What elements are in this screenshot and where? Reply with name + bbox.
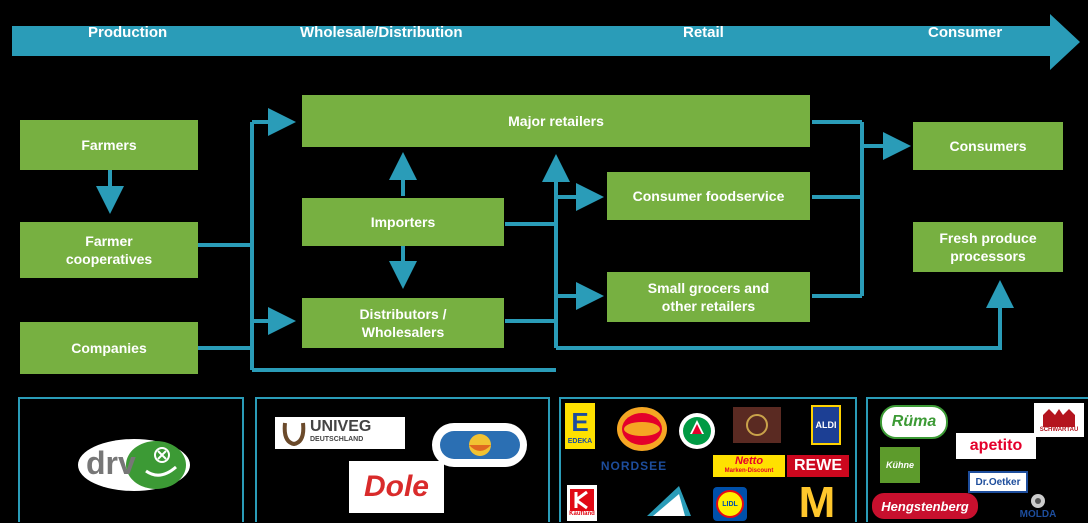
mcdonalds-text: M — [798, 483, 836, 523]
ruma-text: Rüma — [891, 413, 937, 430]
node-small-grocers-label: Small grocers and other retailers — [647, 280, 770, 314]
kaufland-icon — [570, 489, 594, 511]
node-farmers: Farmers — [20, 120, 198, 170]
dr-oetker-logo: Dr.Oetker — [968, 471, 1028, 493]
node-distributors: Distributors / Wholesalers — [302, 298, 504, 348]
edeka-text: EDEKA — [567, 438, 593, 445]
stage-consumer: Consumer — [928, 24, 1003, 41]
triangle-icon — [647, 486, 691, 516]
hengstenberg-logo: Hengstenberg — [872, 493, 978, 519]
rewe-text: REWE — [794, 457, 842, 474]
nordsee-text: NORDSEE — [600, 459, 668, 473]
stage-retail: Retail — [683, 24, 724, 41]
schwartau-icon — [1043, 409, 1075, 427]
node-small-grocers: Small grocers and other retailers — [607, 272, 810, 322]
univeg-icon — [282, 422, 306, 446]
kuhne-text: Kühne — [886, 460, 914, 470]
schwartau-logo: SCHWARTAU — [1034, 403, 1084, 437]
apetito-logo: apetito — [956, 433, 1036, 459]
univeg-logo: UNIVEG DEUTSCHLAND — [275, 417, 405, 449]
node-companies-label: Companies — [71, 340, 147, 356]
cobana-logo — [432, 423, 527, 467]
drv-icon — [78, 439, 190, 491]
mcdonalds-logo: M — [793, 483, 841, 523]
netto-logo: Netto Marken-Discount — [713, 455, 785, 477]
dole-text: Dole — [363, 470, 429, 503]
rewe-logo: REWE — [787, 455, 849, 477]
netto-subtext: Marken-Discount — [724, 468, 774, 474]
apetito-text: apetito — [969, 437, 1023, 454]
spar-logo — [679, 413, 715, 449]
ruma-logo: Rüma — [880, 405, 948, 439]
burger-king-icon — [622, 413, 662, 445]
node-importers: Importers — [302, 198, 504, 246]
node-major-retailers-label: Major retailers — [508, 113, 604, 129]
kaufland-text: Kaufland — [569, 511, 595, 517]
node-importers-label: Importers — [370, 214, 436, 230]
dr-oetker-text: Dr.Oetker — [975, 476, 1021, 488]
arrow-to-processors — [556, 280, 1014, 350]
drv-logo: drv — [76, 437, 196, 493]
burger-king-logo — [617, 407, 667, 451]
node-companies: Companies — [20, 322, 198, 374]
edeka-letter: E — [571, 407, 589, 437]
node-consumers: Consumers — [913, 122, 1063, 170]
alles-frische-icon — [746, 414, 768, 436]
node-consumer-foodservice: Consumer foodservice — [607, 172, 810, 220]
node-consumer-foodservice-label: Consumer foodservice — [632, 188, 785, 204]
lidl-text: LIDL — [722, 500, 738, 508]
node-farmer-cooperatives-label: Farmer cooperatives — [65, 233, 153, 267]
kuhne-logo: Kühne — [880, 447, 920, 483]
node-distributors-label: Distributors / Wholesalers — [359, 306, 447, 340]
schwartau-text: SCHWARTAU — [1039, 427, 1079, 433]
stage-production: Production — [88, 24, 168, 41]
node-farmer-cooperatives: Farmer cooperatives — [20, 222, 198, 278]
drv-text: drv — [86, 445, 136, 481]
dole-logo: Dole — [349, 461, 444, 513]
node-farmers-label: Farmers — [81, 137, 137, 153]
netto-text: Netto — [734, 455, 764, 467]
stage-arrow-band — [12, 14, 1080, 70]
molda-icon — [1031, 493, 1045, 508]
node-consumers-label: Consumers — [949, 138, 1027, 154]
edeka-logo: E EDEKA — [565, 403, 595, 449]
stage-wholesale: Wholesale/Distribution — [300, 24, 463, 41]
molda-text: MOLDA — [1019, 508, 1057, 520]
nordsee-logo: NORDSEE — [575, 459, 693, 473]
hengstenberg-text: Hengstenberg — [881, 498, 969, 514]
triangle-logo — [639, 479, 699, 523]
node-major-retailers: Major retailers — [302, 95, 810, 147]
kaufland-logo: Kaufland — [567, 485, 597, 521]
alles-frische-logo — [733, 407, 781, 443]
panel-consumer-logos: Rüma SCHWARTAU apetito Kühne Dr.Oetker H… — [866, 397, 1088, 522]
node-fresh-produce-processors: Fresh produce processors — [913, 222, 1063, 272]
panel-production-logos: drv — [18, 397, 244, 522]
panel-wholesale-logos: UNIVEG DEUTSCHLAND Dole — [255, 397, 550, 522]
univeg-text: UNIVEG — [310, 418, 372, 435]
aldi-logo: ALDI — [811, 405, 841, 445]
node-fresh-produce-processors-label: Fresh produce processors — [939, 230, 1037, 264]
molda-logo: MOLDA — [1008, 491, 1068, 521]
spar-icon — [683, 417, 711, 445]
panel-retail-logos: E EDEKA ALDI NORDSEE Netto Marken-Discou… — [559, 397, 857, 523]
univeg-subtext: DEUTSCHLAND — [310, 436, 364, 443]
aldi-text: ALDI — [815, 420, 837, 430]
lidl-logo: LIDL — [713, 487, 747, 521]
cobana-icon — [439, 431, 520, 459]
